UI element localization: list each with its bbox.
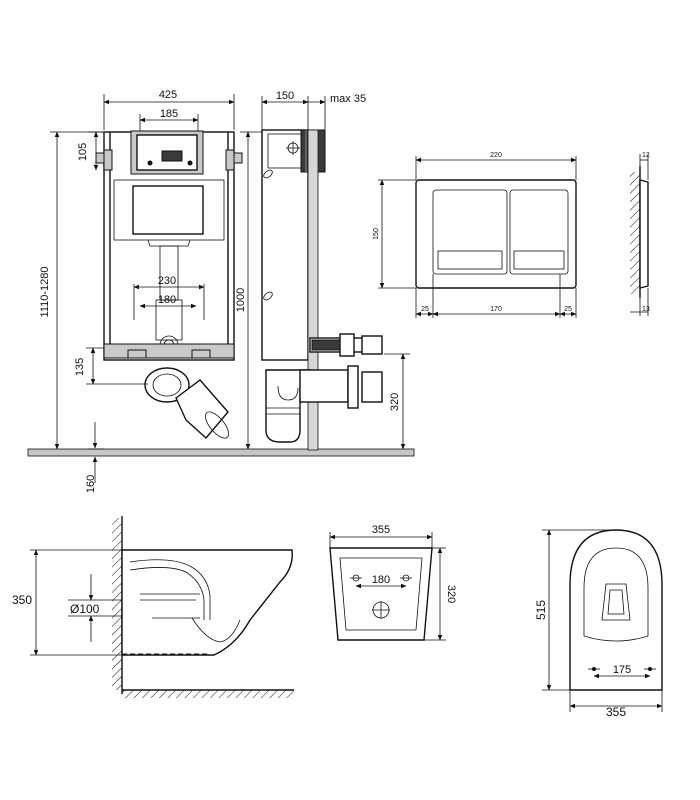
plate-middle-label: 170 (490, 306, 502, 313)
button-plate-side (630, 166, 649, 298)
plate-side-bottom-label: 13 (642, 306, 650, 313)
floor-slab (27, 448, 415, 457)
bowl-pipe-label: Ø100 (70, 602, 100, 616)
plate-right-label: 25 (564, 306, 572, 313)
bracket-width-label: 185 (160, 108, 178, 120)
plate-side-top-label: 12 (642, 152, 650, 159)
side-height-label: 1000 (235, 288, 247, 312)
frame-front-view (95, 130, 243, 440)
side-depth-label: 150 (276, 90, 294, 102)
plate-left-label: 25 (421, 306, 429, 313)
frame-width-label: 425 (159, 89, 177, 101)
back-height-label: 320 (445, 585, 457, 603)
bottom-offset-label: 135 (74, 358, 86, 376)
top-length-label: 515 (534, 600, 548, 620)
bowl-top-view (569, 529, 663, 691)
back-holes-label: 180 (372, 574, 390, 586)
pipe-inner-label: 180 (158, 294, 176, 306)
bowl-side-view (112, 516, 294, 698)
plate-width-label: 220 (490, 152, 502, 159)
top-offset-label: 105 (77, 143, 89, 161)
side-max-label: max 35 (330, 93, 366, 105)
frame-side-view (261, 129, 383, 451)
outlet-height-label: 320 (389, 393, 401, 411)
bowl-height-label: 350 (12, 593, 32, 607)
back-width-label: 355 (372, 524, 390, 536)
top-holes-label: 175 (613, 664, 631, 676)
plate-height-label: 150 (373, 228, 380, 240)
button-plate-front (415, 179, 577, 289)
bowl-back-view (329, 547, 433, 641)
floor-depth-label: 160 (85, 475, 97, 493)
top-width-label: 355 (606, 705, 626, 719)
height-range-label: 1110-1280 (39, 267, 51, 318)
pipe-span-label: 230 (158, 275, 176, 287)
